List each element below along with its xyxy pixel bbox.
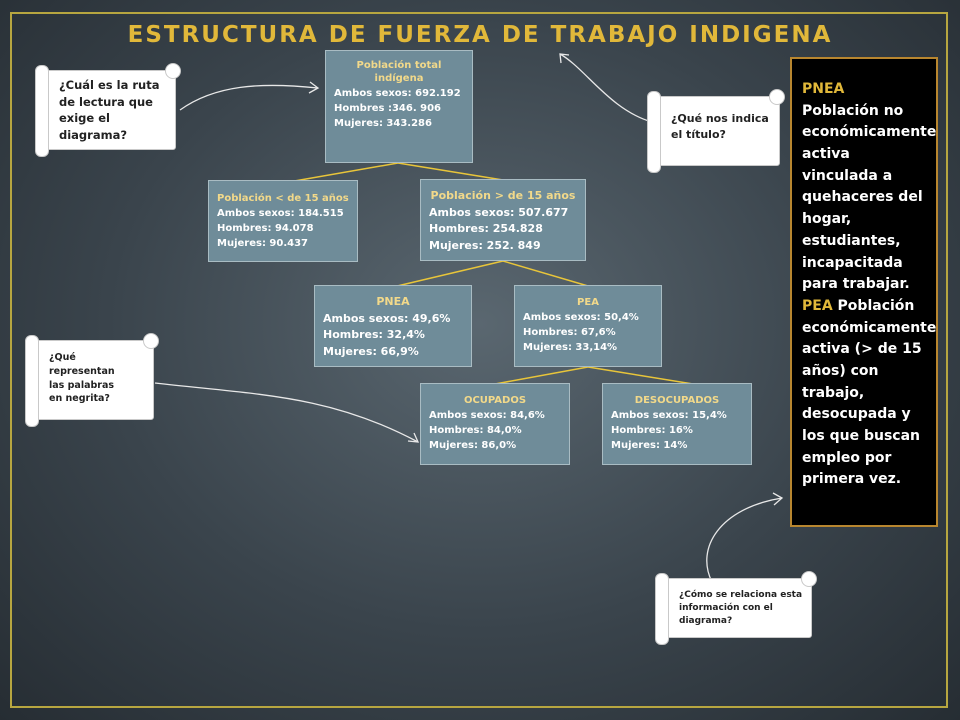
pea-term: PEA (802, 297, 833, 314)
node-heading: PNEA (376, 295, 410, 308)
question-text: ¿Qué representan las palabras en negrita… (49, 352, 115, 405)
node-heading: DESOCUPADOS (634, 395, 720, 406)
question-scroll-relation: ¿Cómo se relaciona esta información con … (655, 571, 817, 645)
node-line: Mujeres: 90.437 (217, 238, 309, 249)
node-line: Hombres: 84,0% (429, 425, 522, 436)
slide-title: ESTRUCTURA DE FUERZA DE TRABAJO INDIGENA (127, 22, 833, 48)
node-line: Mujeres: 66,9% (323, 344, 419, 358)
node-line: Hombres: 32,4% (323, 328, 425, 341)
question-text: ¿Cómo se relaciona esta información con … (679, 590, 803, 627)
node-line: Mujeres: 86,0% (429, 440, 517, 451)
question-text: ¿Cuál es la ruta de lectura que exige el… (59, 78, 160, 143)
question-scroll-reading-path: ¿Cuál es la ruta de lectura que exige el… (35, 63, 181, 157)
node-line: Hombres: 254.828 (429, 222, 543, 235)
pea-definition: Población económicamente activa (> de 15… (802, 297, 937, 488)
node-line: Hombres: 16% (611, 425, 693, 436)
node-over-15: Población > de 15 años Ambos sexos: 507.… (420, 179, 586, 261)
node-line: Hombres: 67,6% (523, 327, 616, 338)
question-scroll-title: ¿Qué nos indica el título? (647, 89, 785, 173)
node-heading: PEA (577, 297, 599, 308)
node-line: Ambos sexos: 692.192 (334, 88, 461, 99)
node-ocupados: OCUPADOS Ambos sexos: 84,6% Hombres: 84,… (420, 383, 570, 465)
question-text: ¿Qué nos indica el título? (671, 112, 769, 141)
pnea-definition: Población no económicamente activa vincu… (802, 102, 937, 293)
node-line: Mujeres: 343.286 (334, 118, 432, 129)
node-line: Ambos sexos: 507.677 (429, 205, 569, 219)
node-pnea: PNEA Ambos sexos: 49,6% Hombres: 32,4% M… (314, 285, 472, 367)
node-heading: Población > de 15 años (430, 189, 576, 202)
node-heading: OCUPADOS (463, 395, 527, 406)
node-heading: Población total (356, 60, 442, 71)
node-line: Hombres :346. 906 (334, 103, 441, 114)
node-pea: PEA Ambos sexos: 50,4% Hombres: 67,6% Mu… (514, 285, 662, 367)
node-line: Ambos sexos: 50,4% (523, 312, 639, 323)
node-heading: indígena (374, 73, 424, 84)
node-line: Hombres: 94.078 (217, 223, 314, 234)
node-heading: Población < de 15 años (217, 193, 349, 204)
node-line: Ambos sexos: 15,4% (611, 410, 727, 421)
node-line: Ambos sexos: 184.515 (217, 208, 344, 219)
pnea-term: PNEA (802, 81, 845, 97)
node-desocupados: DESOCUPADOS Ambos sexos: 15,4% Hombres: … (602, 383, 752, 465)
node-under-15: Población < de 15 años Ambos sexos: 184.… (208, 180, 358, 262)
node-line: Ambos sexos: 49,6% (323, 311, 451, 325)
node-line: Mujeres: 252. 849 (429, 238, 541, 252)
node-line: Mujeres: 33,14% (523, 342, 618, 353)
definitions-box: PNEA Población no económicamente activa … (790, 57, 938, 527)
slide-frame (10, 12, 948, 708)
node-line: Mujeres: 14% (611, 440, 688, 451)
question-scroll-bold-words: ¿Qué representan las palabras en negrita… (25, 333, 159, 427)
node-line: Ambos sexos: 84,6% (429, 410, 545, 421)
node-total-population: Población total indígena Ambos sexos: 69… (325, 50, 473, 163)
